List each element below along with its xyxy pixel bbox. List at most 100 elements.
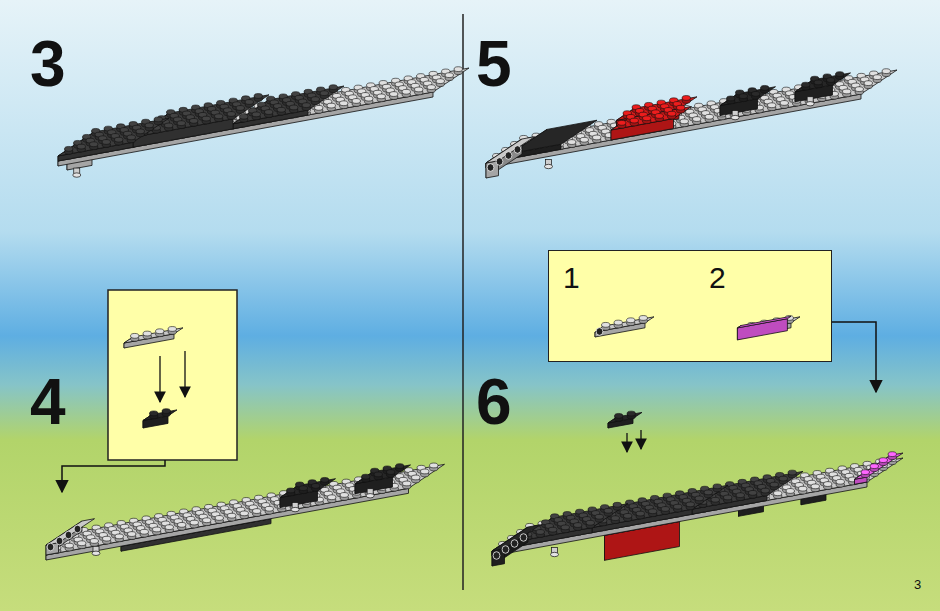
stud-top — [593, 135, 601, 140]
stud — [390, 92, 398, 100]
stud — [705, 114, 713, 122]
stud-top — [190, 520, 198, 525]
stud-top — [396, 464, 404, 469]
stud-top — [240, 511, 248, 516]
stud — [228, 513, 236, 521]
stud — [240, 511, 248, 519]
stud — [65, 146, 73, 154]
stud-top — [103, 536, 111, 541]
stud-top — [312, 483, 320, 488]
stud-top — [677, 105, 685, 110]
stud — [302, 103, 310, 111]
stud-top — [165, 525, 173, 530]
leader-arrow — [832, 322, 876, 392]
stud — [236, 106, 244, 114]
stud — [655, 114, 663, 122]
stud-top — [140, 529, 148, 534]
stud-top — [630, 118, 638, 123]
stud — [580, 137, 588, 145]
stud-top — [321, 477, 329, 482]
stud — [374, 472, 382, 480]
stud — [445, 73, 453, 81]
stud-top — [136, 129, 144, 134]
brick-side — [58, 142, 133, 161]
stud — [855, 87, 863, 95]
stud — [253, 509, 261, 517]
stud-top — [277, 107, 285, 112]
stud — [682, 96, 690, 104]
axle-pin-end — [92, 551, 100, 555]
stud — [768, 103, 776, 111]
stud-top — [387, 470, 395, 475]
stud-top — [403, 481, 411, 486]
stud — [177, 121, 185, 129]
stud-top — [827, 78, 835, 83]
stud-top — [320, 91, 328, 96]
stud-top — [102, 140, 110, 145]
stud-top — [90, 142, 98, 147]
stud — [780, 101, 788, 109]
stud — [153, 527, 161, 535]
stud-top — [362, 474, 370, 479]
stud-top — [402, 89, 410, 94]
inset-panel — [108, 290, 237, 460]
stud-top — [77, 144, 85, 149]
brick-top — [486, 137, 535, 163]
stud-top — [178, 522, 186, 527]
divider — [462, 14, 464, 590]
stud-top — [328, 495, 336, 500]
model-parts — [46, 67, 903, 566]
brick-top — [58, 118, 169, 156]
stud — [668, 111, 676, 119]
stud-top — [864, 81, 872, 86]
stud — [752, 91, 760, 99]
stud-top — [311, 97, 319, 102]
step-4-model — [46, 463, 445, 560]
stud — [802, 82, 810, 90]
stud — [65, 543, 73, 551]
stud-top — [153, 527, 161, 532]
stud — [403, 481, 411, 489]
stud — [340, 101, 348, 109]
stud — [593, 135, 601, 143]
stud — [240, 114, 248, 122]
stud-top — [643, 116, 651, 121]
stud — [178, 522, 186, 530]
stud — [277, 107, 285, 115]
brick-top — [486, 70, 897, 163]
stud-top — [315, 105, 323, 110]
stud-top — [365, 96, 373, 101]
stud-top — [145, 123, 153, 128]
stud — [203, 518, 211, 526]
stud — [329, 85, 337, 93]
stud-top — [739, 94, 747, 99]
stud — [421, 469, 429, 477]
stud — [190, 118, 198, 126]
stud-top — [761, 85, 769, 90]
brick-top — [46, 519, 95, 545]
stud — [165, 525, 173, 533]
stud-top — [290, 105, 298, 110]
stud — [568, 140, 576, 148]
stud-top — [115, 534, 123, 539]
brick-side — [133, 119, 233, 147]
stud — [77, 144, 85, 152]
stud — [436, 79, 444, 87]
stud-top — [873, 75, 881, 80]
brick-side — [46, 543, 59, 555]
stud — [430, 463, 438, 471]
stud-top — [253, 509, 261, 514]
stud-top — [768, 103, 776, 108]
stud — [352, 99, 360, 107]
stud-top — [90, 539, 98, 544]
stud — [312, 483, 320, 491]
technic-hole — [514, 146, 521, 154]
stud-top — [190, 118, 198, 123]
axle-pin-end — [366, 494, 374, 498]
stud-top — [377, 94, 385, 99]
stud — [90, 142, 98, 150]
stud-top — [580, 137, 588, 142]
stud — [814, 80, 822, 88]
